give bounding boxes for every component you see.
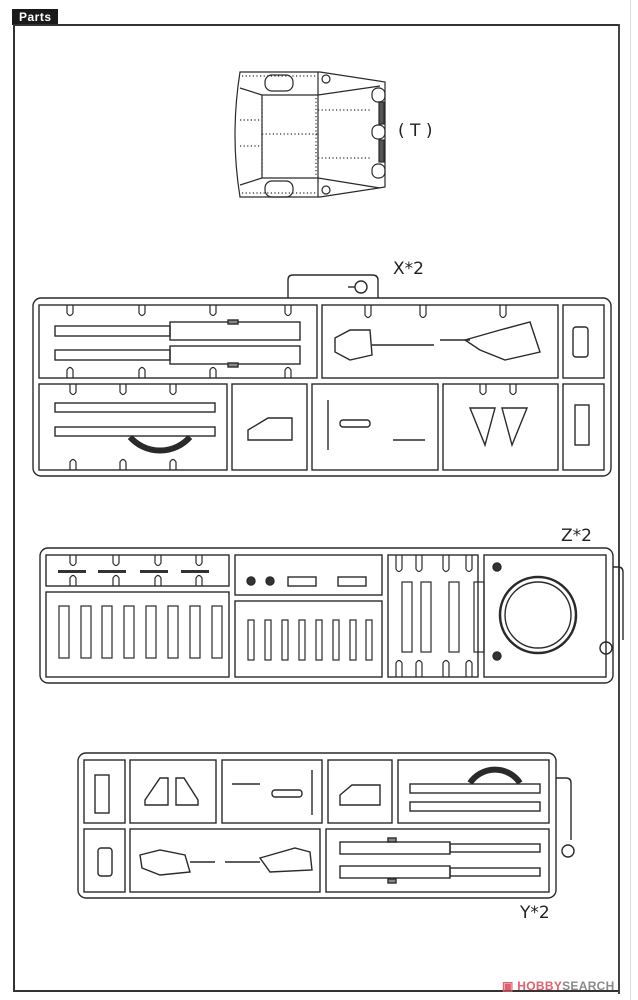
page-frame xyxy=(13,24,620,992)
hobby-search-logo-icon: ▣ xyxy=(502,979,514,993)
page-frame-right xyxy=(618,24,620,994)
sprue-y-label: Y*2 xyxy=(520,903,550,923)
section-tag: Parts xyxy=(12,9,58,25)
sprue-z xyxy=(39,547,624,684)
sprue-x xyxy=(32,274,612,477)
sprue-x-label: X*2 xyxy=(393,259,424,279)
part-t-drawing xyxy=(234,71,386,198)
sprue-y xyxy=(77,752,575,899)
part-t-label: ( T ) xyxy=(398,121,433,141)
watermark: ▣ HOBBYSEARCH xyxy=(502,979,615,993)
scan-edge xyxy=(630,0,631,1000)
sprue-z-label: Z*2 xyxy=(561,526,592,546)
